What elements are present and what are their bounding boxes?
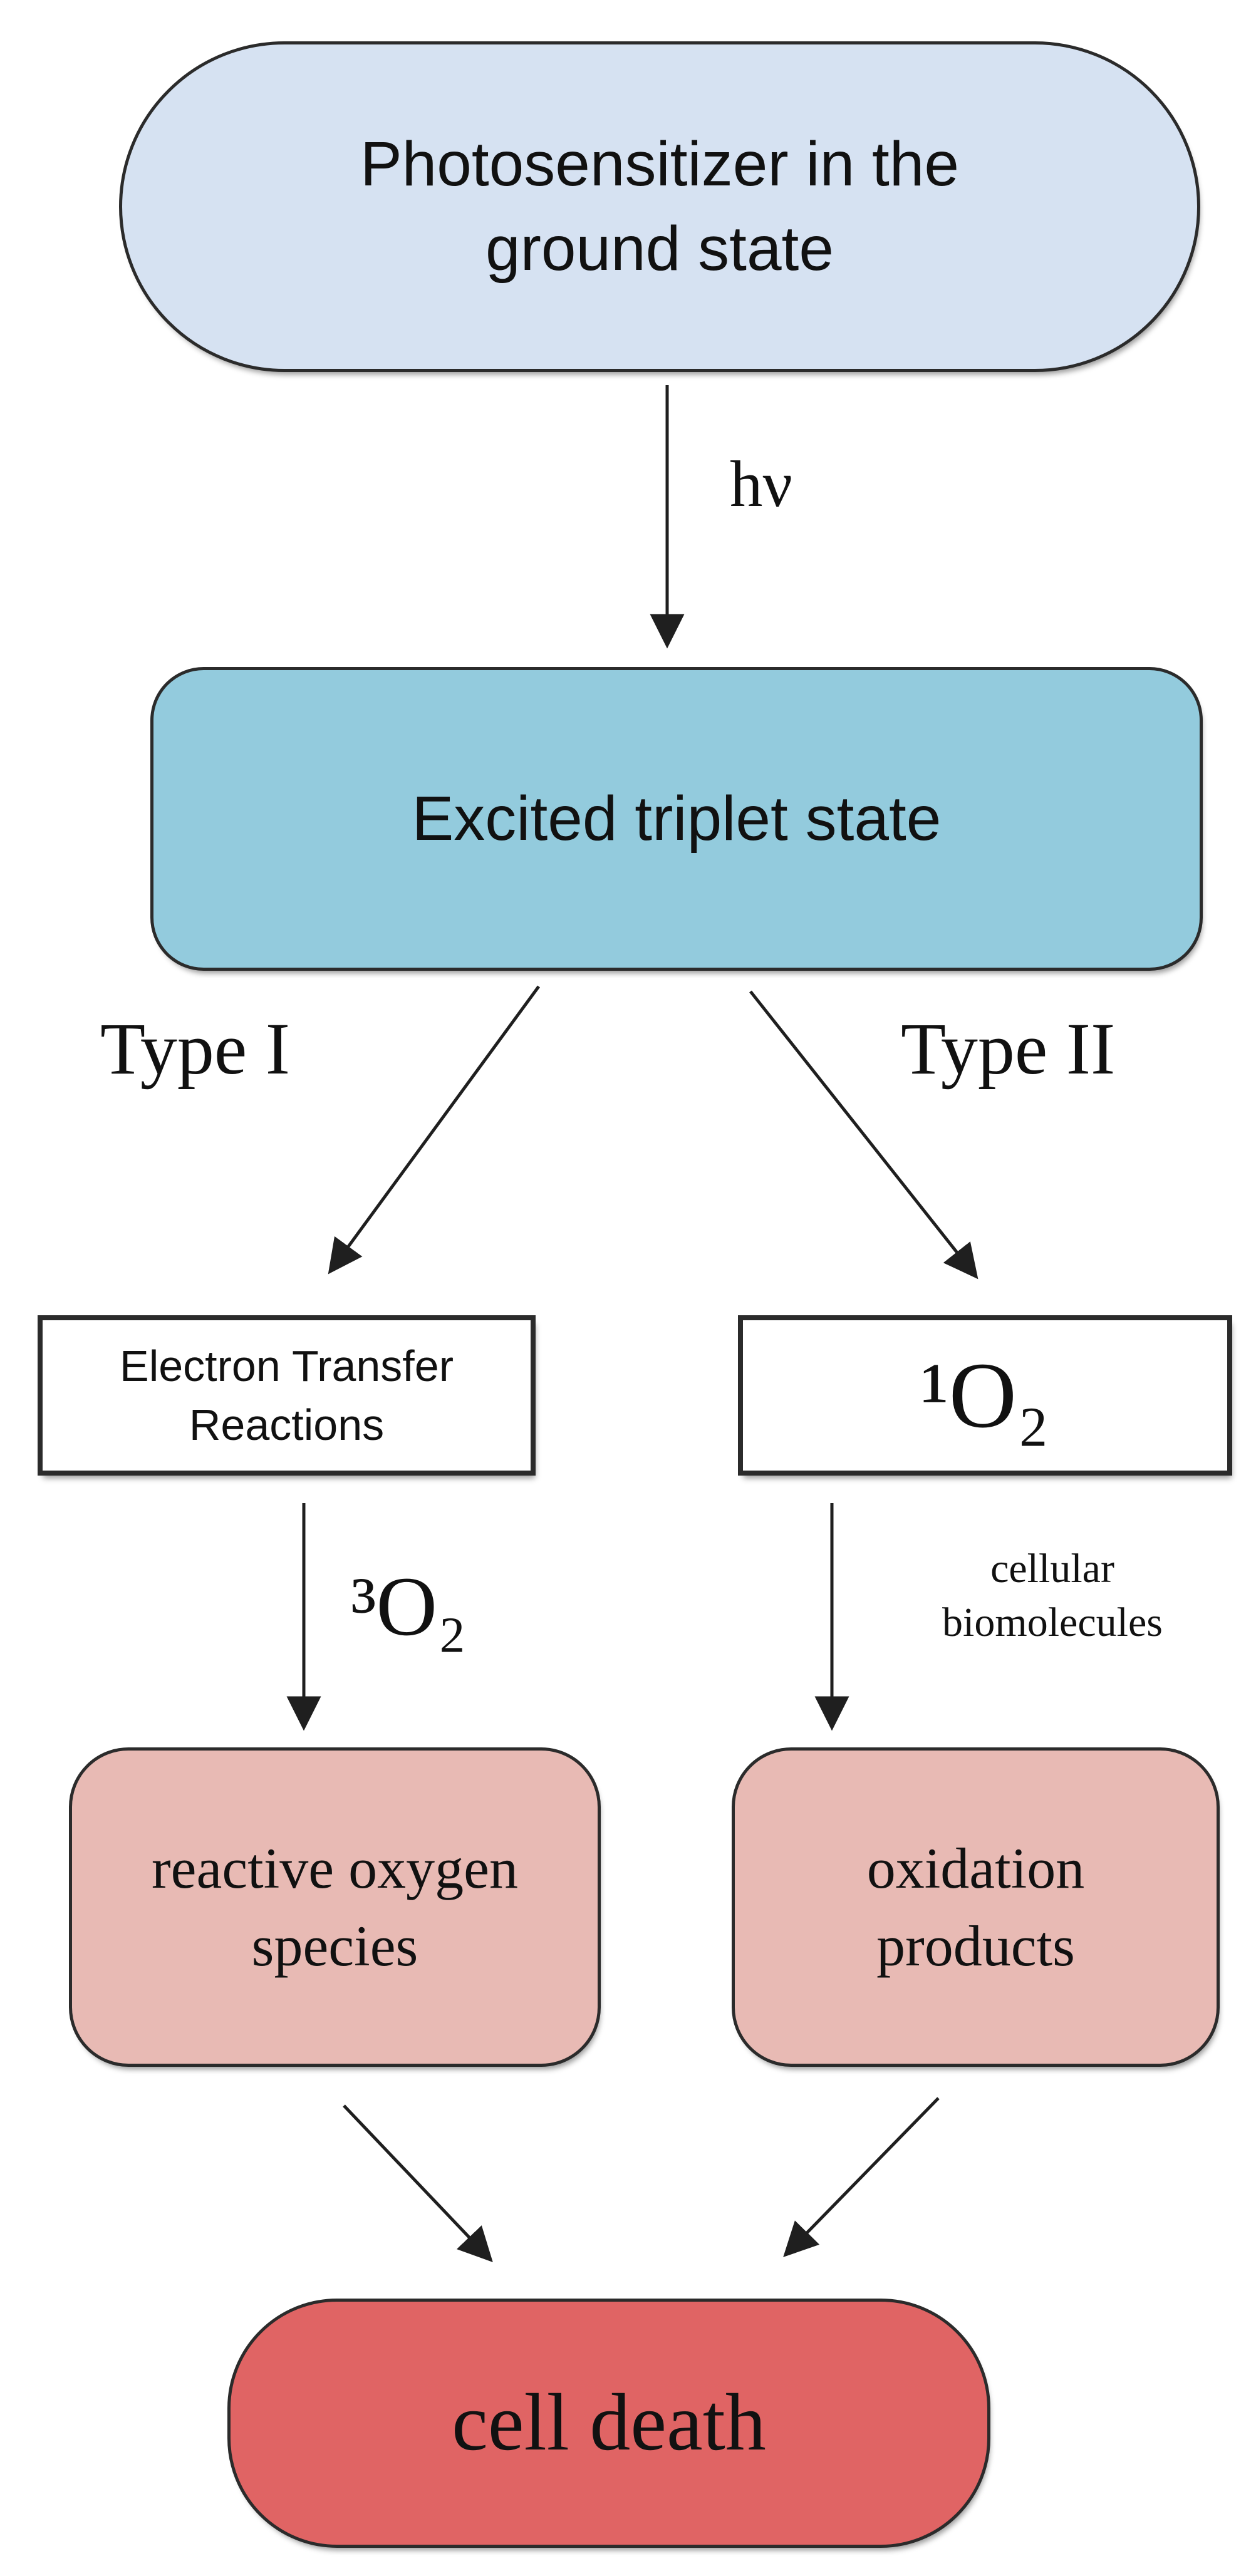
edge-label-triplet-oxygen: ³O₂ bbox=[351, 1560, 467, 1653]
arrow-oxidation-to-cell-death bbox=[783, 2097, 940, 2257]
arrow-type1 bbox=[328, 985, 541, 1275]
node-excited-triplet-state: Excited triplet state bbox=[150, 667, 1203, 971]
node-oxidation-products: oxidation products bbox=[732, 1747, 1220, 2067]
node-reactive-oxygen-species: reactive oxygen species bbox=[69, 1747, 601, 2067]
node-singlet-oxygen: ¹O₂ bbox=[738, 1315, 1232, 1476]
node-excited-triplet-state-label: Excited triplet state bbox=[412, 784, 942, 854]
node-cell-death-label: cell death bbox=[452, 2377, 766, 2468]
node-electron-transfer-reactions: Electron Transfer Reactions bbox=[38, 1315, 536, 1476]
edge-label-type-i: Type I bbox=[100, 1008, 291, 1090]
node-photosensitizer-ground-state: Photosensitizer in the ground state bbox=[119, 41, 1200, 372]
node-reactive-oxygen-species-label: reactive oxygen species bbox=[152, 1836, 518, 1978]
edge-label-type-ii: Type II bbox=[901, 1008, 1116, 1090]
node-cell-death: cell death bbox=[227, 2299, 990, 2548]
node-singlet-oxygen-label: ¹O₂ bbox=[920, 1343, 1050, 1447]
arrow-ros-to-cell-death bbox=[343, 2104, 493, 2262]
edge-label-cellular-biomolecules: cellular biomolecules bbox=[942, 1546, 1163, 1645]
node-photosensitizer-ground-state-label: Photosensitizer in the ground state bbox=[360, 129, 960, 284]
node-electron-transfer-reactions-label: Electron Transfer Reactions bbox=[120, 1341, 454, 1450]
edge-label-hv: hν bbox=[730, 447, 792, 520]
node-oxidation-products-label: oxidation products bbox=[866, 1836, 1085, 1978]
